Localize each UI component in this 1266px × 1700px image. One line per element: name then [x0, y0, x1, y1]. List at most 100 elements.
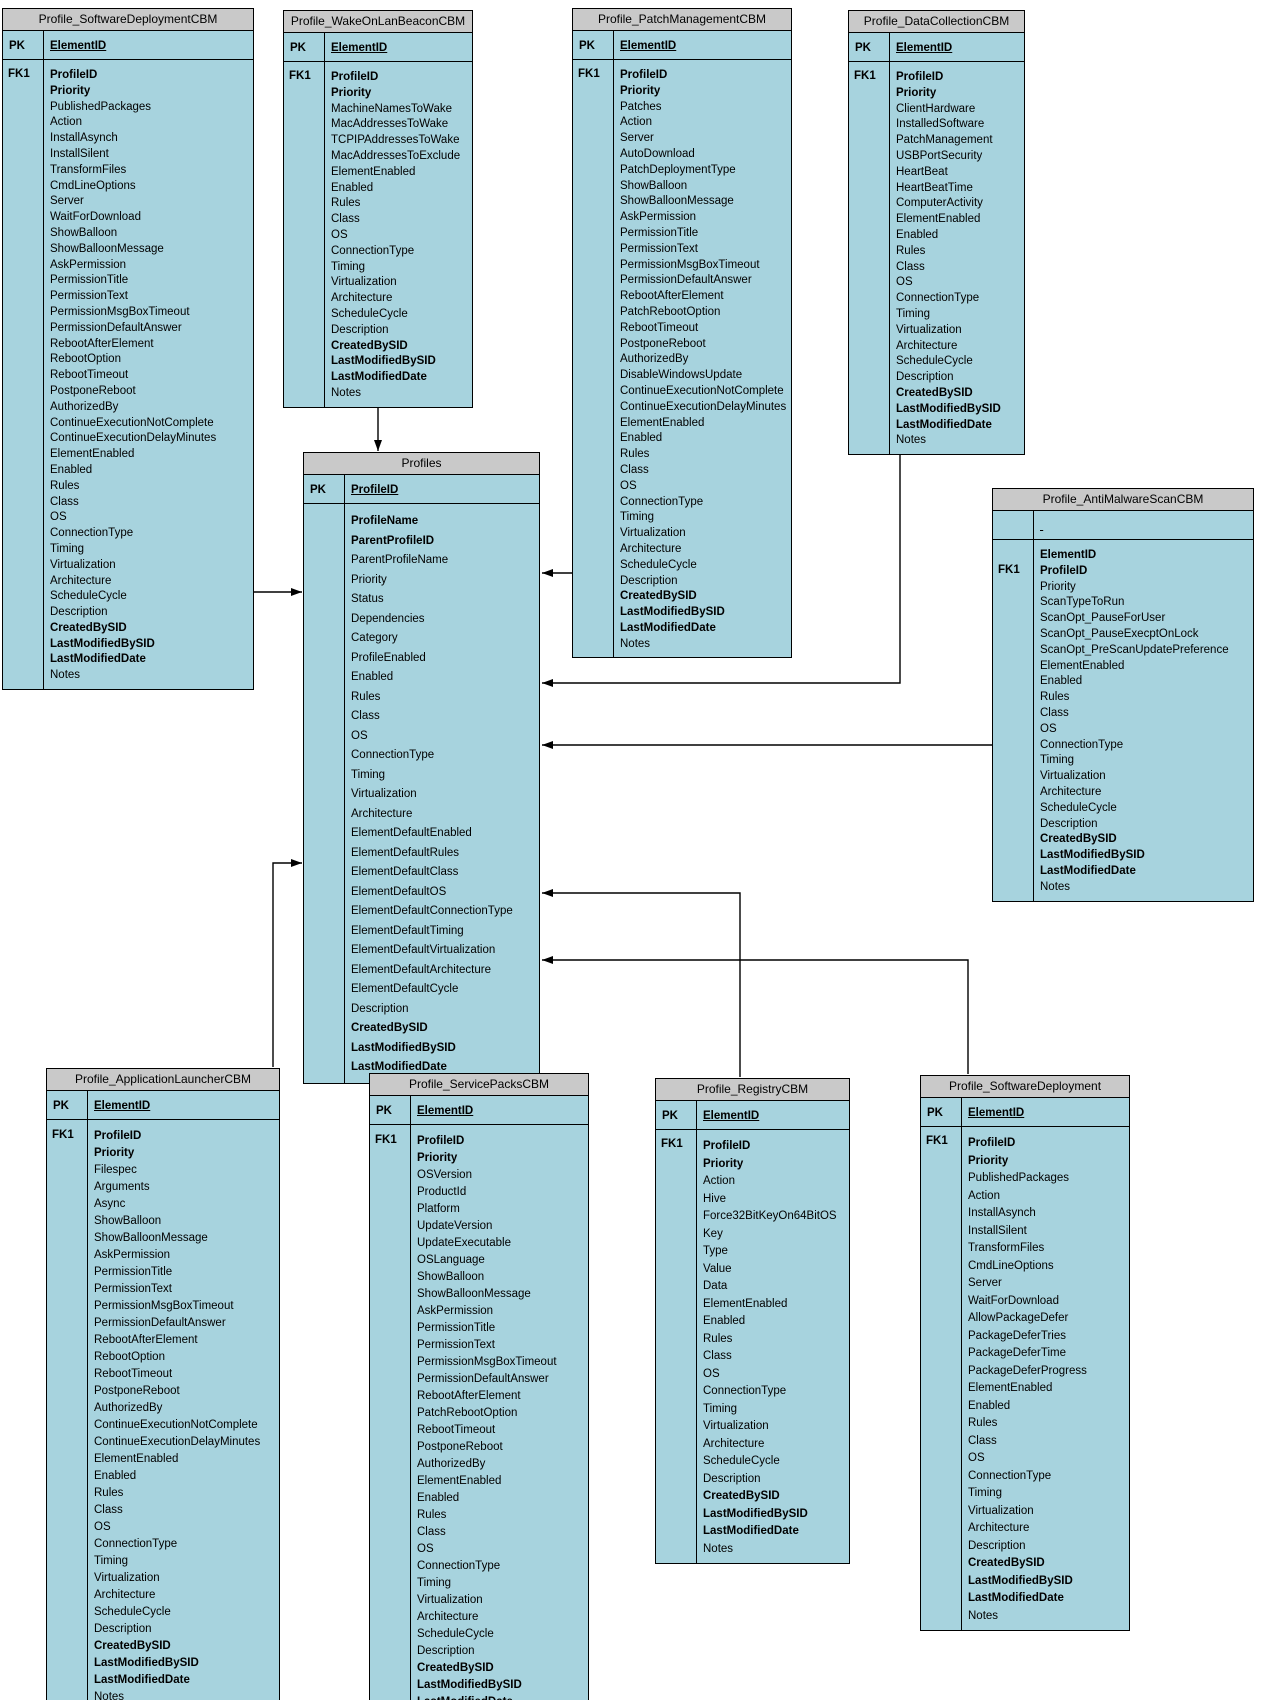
- fk-label: [304, 882, 344, 900]
- fk-label: FK1: [375, 1134, 397, 1146]
- relationship-software-deployment-to-profiles[interactable]: [542, 956, 969, 1074]
- field-row: ElementID: [993, 547, 1253, 563]
- field-name: CreatedBySID: [703, 1490, 780, 1502]
- field-name: PackageDeferProgress: [968, 1364, 1087, 1377]
- fk-label: [993, 547, 1033, 562]
- field-name: Virtualization: [703, 1420, 769, 1432]
- field-row: CreatedBySID: [3, 620, 253, 636]
- field-name: Server: [968, 1277, 1002, 1289]
- field-row: PermissionDefaultAnswer: [370, 1370, 588, 1387]
- fk-label: [370, 1591, 410, 1607]
- fk-label: [849, 132, 889, 147]
- field-name: ElementDefaultCycle: [351, 983, 459, 995]
- fk-label: FK1: [8, 68, 30, 80]
- fk-label: [370, 1438, 410, 1454]
- field-name: ParentProfileID: [351, 534, 435, 547]
- relationship-application-launcher-cbm-to-profiles[interactable]: [272, 859, 302, 1067]
- fk-label: [47, 1229, 87, 1245]
- pk-label: PK: [310, 484, 326, 496]
- fk-label: [921, 1169, 961, 1185]
- field-row: MacAddressesToExclude: [284, 148, 472, 164]
- fk-label: [3, 130, 43, 145]
- fk-label: [921, 1222, 961, 1238]
- field-row: ElementEnabled: [47, 1450, 279, 1467]
- fk-label: [47, 1144, 87, 1160]
- fk-label: [284, 259, 324, 274]
- fk-label: [47, 1450, 87, 1466]
- field-name: Architecture: [50, 574, 112, 587]
- fk-label: [573, 99, 613, 114]
- field-name: OS: [417, 1543, 434, 1555]
- fk-label: [921, 1344, 961, 1360]
- field-row: Category: [304, 628, 539, 648]
- field-name: WaitForDownload: [968, 1294, 1059, 1307]
- field-name: Type: [703, 1245, 728, 1257]
- field-name: ScheduleCycle: [331, 307, 408, 320]
- fk-label: [47, 1518, 87, 1534]
- field-name: LastModifiedDate: [896, 418, 992, 431]
- field-name: ProfileID: [94, 1130, 142, 1142]
- fk-label: [3, 557, 43, 572]
- fk-label: [284, 164, 324, 179]
- fk-label: [921, 1362, 961, 1378]
- field-name: RebootOption: [50, 353, 121, 366]
- fk-label: [304, 999, 344, 1017]
- fk-label: [573, 83, 613, 98]
- field-name: Architecture: [331, 292, 393, 305]
- fk-label: [849, 322, 889, 337]
- field-row: ElementEnabled: [656, 1295, 849, 1313]
- relationship-data-collection-cbm-to-profiles[interactable]: [542, 435, 901, 687]
- field-name: ShowBalloon: [620, 179, 688, 192]
- fk-label: [284, 338, 324, 353]
- field-row: Enabled: [656, 1312, 849, 1330]
- field-row: ProfileName: [304, 511, 539, 531]
- field-name: ScanOpt_PauseForUser: [1040, 612, 1166, 625]
- field-row: ConnectionType: [921, 1467, 1129, 1485]
- fk-label: [921, 1204, 961, 1220]
- key-column-divider: [410, 1096, 411, 1700]
- relationship-registry-cbm-to-profiles[interactable]: [542, 889, 741, 1077]
- field-row: Virtualization: [993, 768, 1253, 784]
- field-row: Priority: [370, 1149, 588, 1166]
- fk-label: FK1: [52, 1129, 74, 1141]
- field-name: AskPermission: [50, 258, 127, 271]
- field-name: Server: [620, 132, 654, 145]
- field-row: Action: [921, 1187, 1129, 1205]
- field-row: ScanOpt_PauseForUser: [993, 610, 1253, 626]
- field-name: LastModifiedBySID: [50, 637, 155, 650]
- field-row: PublishedPackages: [3, 99, 253, 115]
- field-row: Enabled: [47, 1467, 279, 1484]
- fk-label: [304, 765, 344, 783]
- field-name: PermissionText: [50, 290, 128, 303]
- fk-label: [304, 511, 344, 529]
- field-row: LastModifiedDate: [304, 1057, 539, 1077]
- fk-label: [370, 1183, 410, 1199]
- field-name: Timing: [50, 542, 85, 555]
- field-row: Timing: [47, 1552, 279, 1569]
- fk-label: [3, 146, 43, 161]
- field-row: ElementDefaultCycle: [304, 979, 539, 999]
- field-name: Rules: [703, 1332, 733, 1345]
- field-row: LastModifiedDate: [370, 1693, 588, 1700]
- field-name: Server: [50, 195, 84, 208]
- field-name: LastModifiedBySID: [896, 402, 1001, 415]
- field-row: Description: [656, 1470, 849, 1488]
- field-name: AuthorizedBy: [620, 353, 689, 366]
- field-name: ElementEnabled: [1040, 659, 1125, 672]
- field-row: Rules: [47, 1484, 279, 1501]
- field-row: LastModifiedDate: [3, 651, 253, 667]
